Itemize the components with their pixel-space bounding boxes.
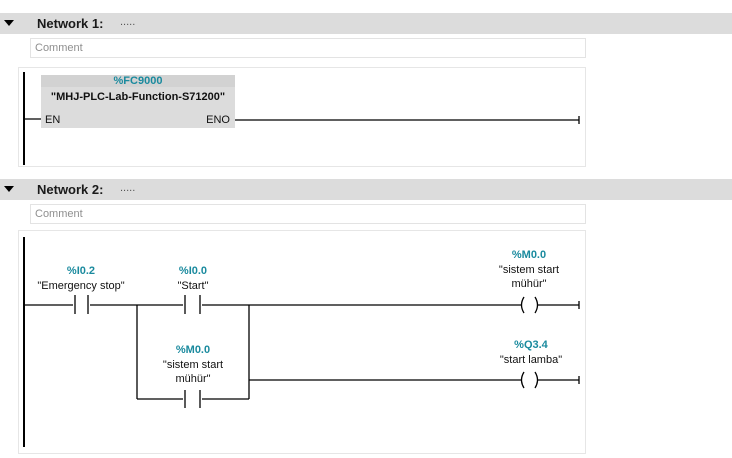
fc-en-label: EN	[45, 114, 60, 126]
contact-name-line2[interactable]: mühür"	[175, 373, 210, 385]
contact-name-line1[interactable]: "sistem start	[163, 359, 223, 371]
coil-symbol	[520, 296, 525, 314]
network-1-title-placeholder[interactable]: .....	[120, 16, 136, 28]
contact-name[interactable]: "Emergency stop"	[37, 280, 124, 292]
fc-block-name[interactable]: "MHJ-PLC-Lab-Function-S71200"	[51, 91, 225, 103]
coil-symbol	[534, 371, 539, 389]
contact-emergency-stop[interactable]: %I0.2 "Emergency stop"	[37, 265, 125, 314]
coil-sistem-start-muhur[interactable]: %M0.0 "sistem start mühür"	[499, 249, 559, 314]
network-2-ladder-svg: %I0.2 "Emergency stop" %I0.0 "Start" %M0…	[23, 237, 580, 447]
contact-start[interactable]: %I0.0 "Start"	[177, 265, 209, 314]
network-2-header[interactable]: Network 2: .....	[0, 179, 732, 200]
network-1-ladder-area[interactable]: %FC9000 "MHJ-PLC-Lab-Function-S71200" EN…	[18, 67, 586, 167]
network-2-title-placeholder[interactable]: .....	[120, 182, 136, 194]
network-1-title: Network 1:	[37, 16, 104, 31]
coil-name[interactable]: "start lamba"	[500, 354, 562, 366]
coil-name-line2[interactable]: mühür"	[511, 278, 546, 290]
network-1-ladder-svg: %FC9000 "MHJ-PLC-Lab-Function-S71200" EN…	[23, 72, 580, 165]
coil-symbol	[520, 371, 525, 389]
fc-block-address[interactable]: %FC9000	[114, 75, 163, 87]
network-1-comment-field[interactable]: Comment	[30, 38, 586, 58]
network-2-comment-placeholder: Comment	[35, 208, 83, 220]
contact-address[interactable]: %I0.0	[179, 265, 207, 277]
coil-symbol	[534, 296, 539, 314]
network-2-title: Network 2:	[37, 182, 104, 197]
contact-address[interactable]: %I0.2	[67, 265, 95, 277]
contact-name[interactable]: "Start"	[177, 280, 208, 292]
coil-address[interactable]: %M0.0	[512, 249, 546, 261]
network-1-comment-placeholder: Comment	[35, 42, 83, 54]
collapse-triangle-icon[interactable]	[4, 20, 14, 26]
network-2-comment-field[interactable]: Comment	[30, 204, 586, 224]
collapse-triangle-icon[interactable]	[4, 186, 14, 192]
coil-name-line1[interactable]: "sistem start	[499, 264, 559, 276]
contact-address[interactable]: %M0.0	[176, 344, 210, 356]
coil-address[interactable]: %Q3.4	[514, 339, 549, 351]
coil-start-lamba[interactable]: %Q3.4 "start lamba"	[500, 339, 562, 389]
contact-sistem-start-muhur[interactable]: %M0.0 "sistem start mühür"	[163, 344, 223, 408]
network-2-ladder-area[interactable]: %I0.2 "Emergency stop" %I0.0 "Start" %M0…	[18, 230, 586, 454]
fc-block[interactable]: %FC9000 "MHJ-PLC-Lab-Function-S71200" EN…	[41, 75, 235, 128]
network-1-header[interactable]: Network 1: .....	[0, 13, 732, 34]
fc-block-header	[41, 75, 235, 87]
fc-eno-label: ENO	[206, 114, 230, 126]
